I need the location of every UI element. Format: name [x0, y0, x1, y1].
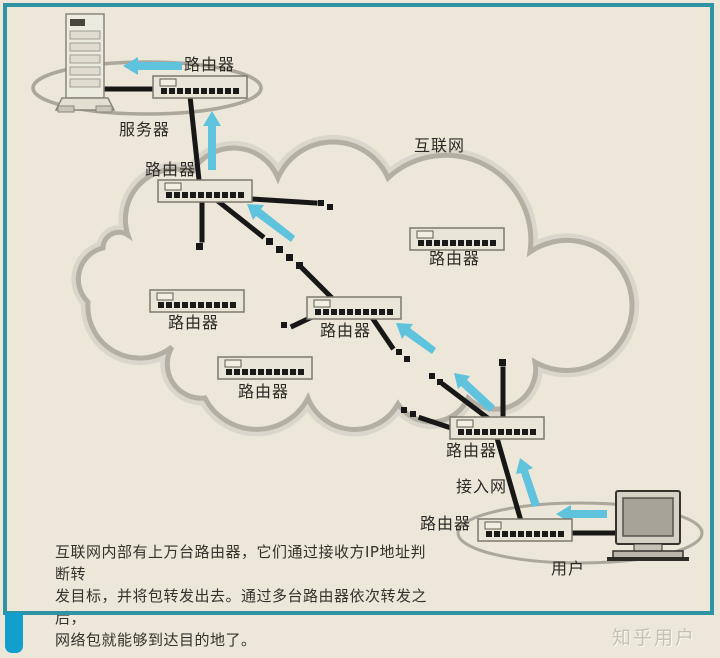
packet-arrow-center — [396, 323, 436, 354]
caption-line-3: 网络包就能够到达目的地了。 — [55, 631, 257, 649]
link-center-to-access-b — [440, 381, 493, 423]
router-device-access — [449, 416, 545, 440]
label-router-left: 路由器 — [168, 313, 220, 332]
packet-arrow-ul — [247, 204, 295, 242]
router-device-upper-left — [157, 179, 253, 203]
router-device-top — [152, 75, 248, 99]
label-access-network: 接入网 — [456, 477, 508, 496]
corner-tab — [5, 613, 23, 653]
packet-arrow-to-server — [123, 57, 182, 75]
packet-arrow-up-top — [203, 111, 221, 170]
label-router-access: 路由器 — [446, 441, 498, 460]
label-router-center: 路由器 — [320, 321, 372, 340]
label-router-bottom-left: 路由器 — [238, 382, 290, 401]
label-router-right: 路由器 — [429, 249, 481, 268]
link-center-to-access-a — [367, 312, 396, 351]
label-server: 服务器 — [119, 120, 171, 139]
router-device-user — [477, 518, 573, 542]
user-computer — [607, 490, 689, 561]
label-router-upper-left: 路由器 — [145, 160, 197, 179]
server-tower — [54, 13, 116, 113]
router-device-bottom-left — [217, 356, 313, 380]
label-router-user: 路由器 — [420, 514, 472, 533]
link-ul-to-center-b — [299, 265, 334, 300]
label-router-top: 路由器 — [184, 55, 236, 74]
internet-cloud — [71, 134, 639, 437]
packet-arrows — [123, 57, 607, 523]
caption-paragraph: 互联网内部有上万台路由器，它们通过接收方IP地址判断转 发目标，并将包转发出去。… — [55, 541, 435, 651]
link-ul-stub-right — [249, 196, 318, 206]
packet-arrow-access — [516, 458, 540, 507]
link-access-stub-left — [417, 414, 452, 431]
watermark: 知乎用户 — [612, 627, 697, 649]
dashed-dots — [196, 200, 506, 417]
link-ul-to-center-a — [215, 198, 266, 240]
router-device-left — [149, 289, 245, 313]
caption-line-1: 互联网内部有上万台路由器，它们通过接收方IP地址判断转 — [55, 543, 426, 583]
caption-line-2: 发目标，并将包转发出去。通过多台路由器依次转发之后， — [55, 587, 428, 627]
router-device-center — [306, 296, 402, 320]
label-internet: 互联网 — [414, 136, 466, 155]
link-access-to-user-router — [493, 434, 525, 525]
link-top-to-ul-router — [187, 93, 202, 183]
label-user: 用户 — [551, 559, 586, 578]
router-device-right — [409, 227, 505, 251]
packet-arrow-lower — [454, 373, 495, 412]
